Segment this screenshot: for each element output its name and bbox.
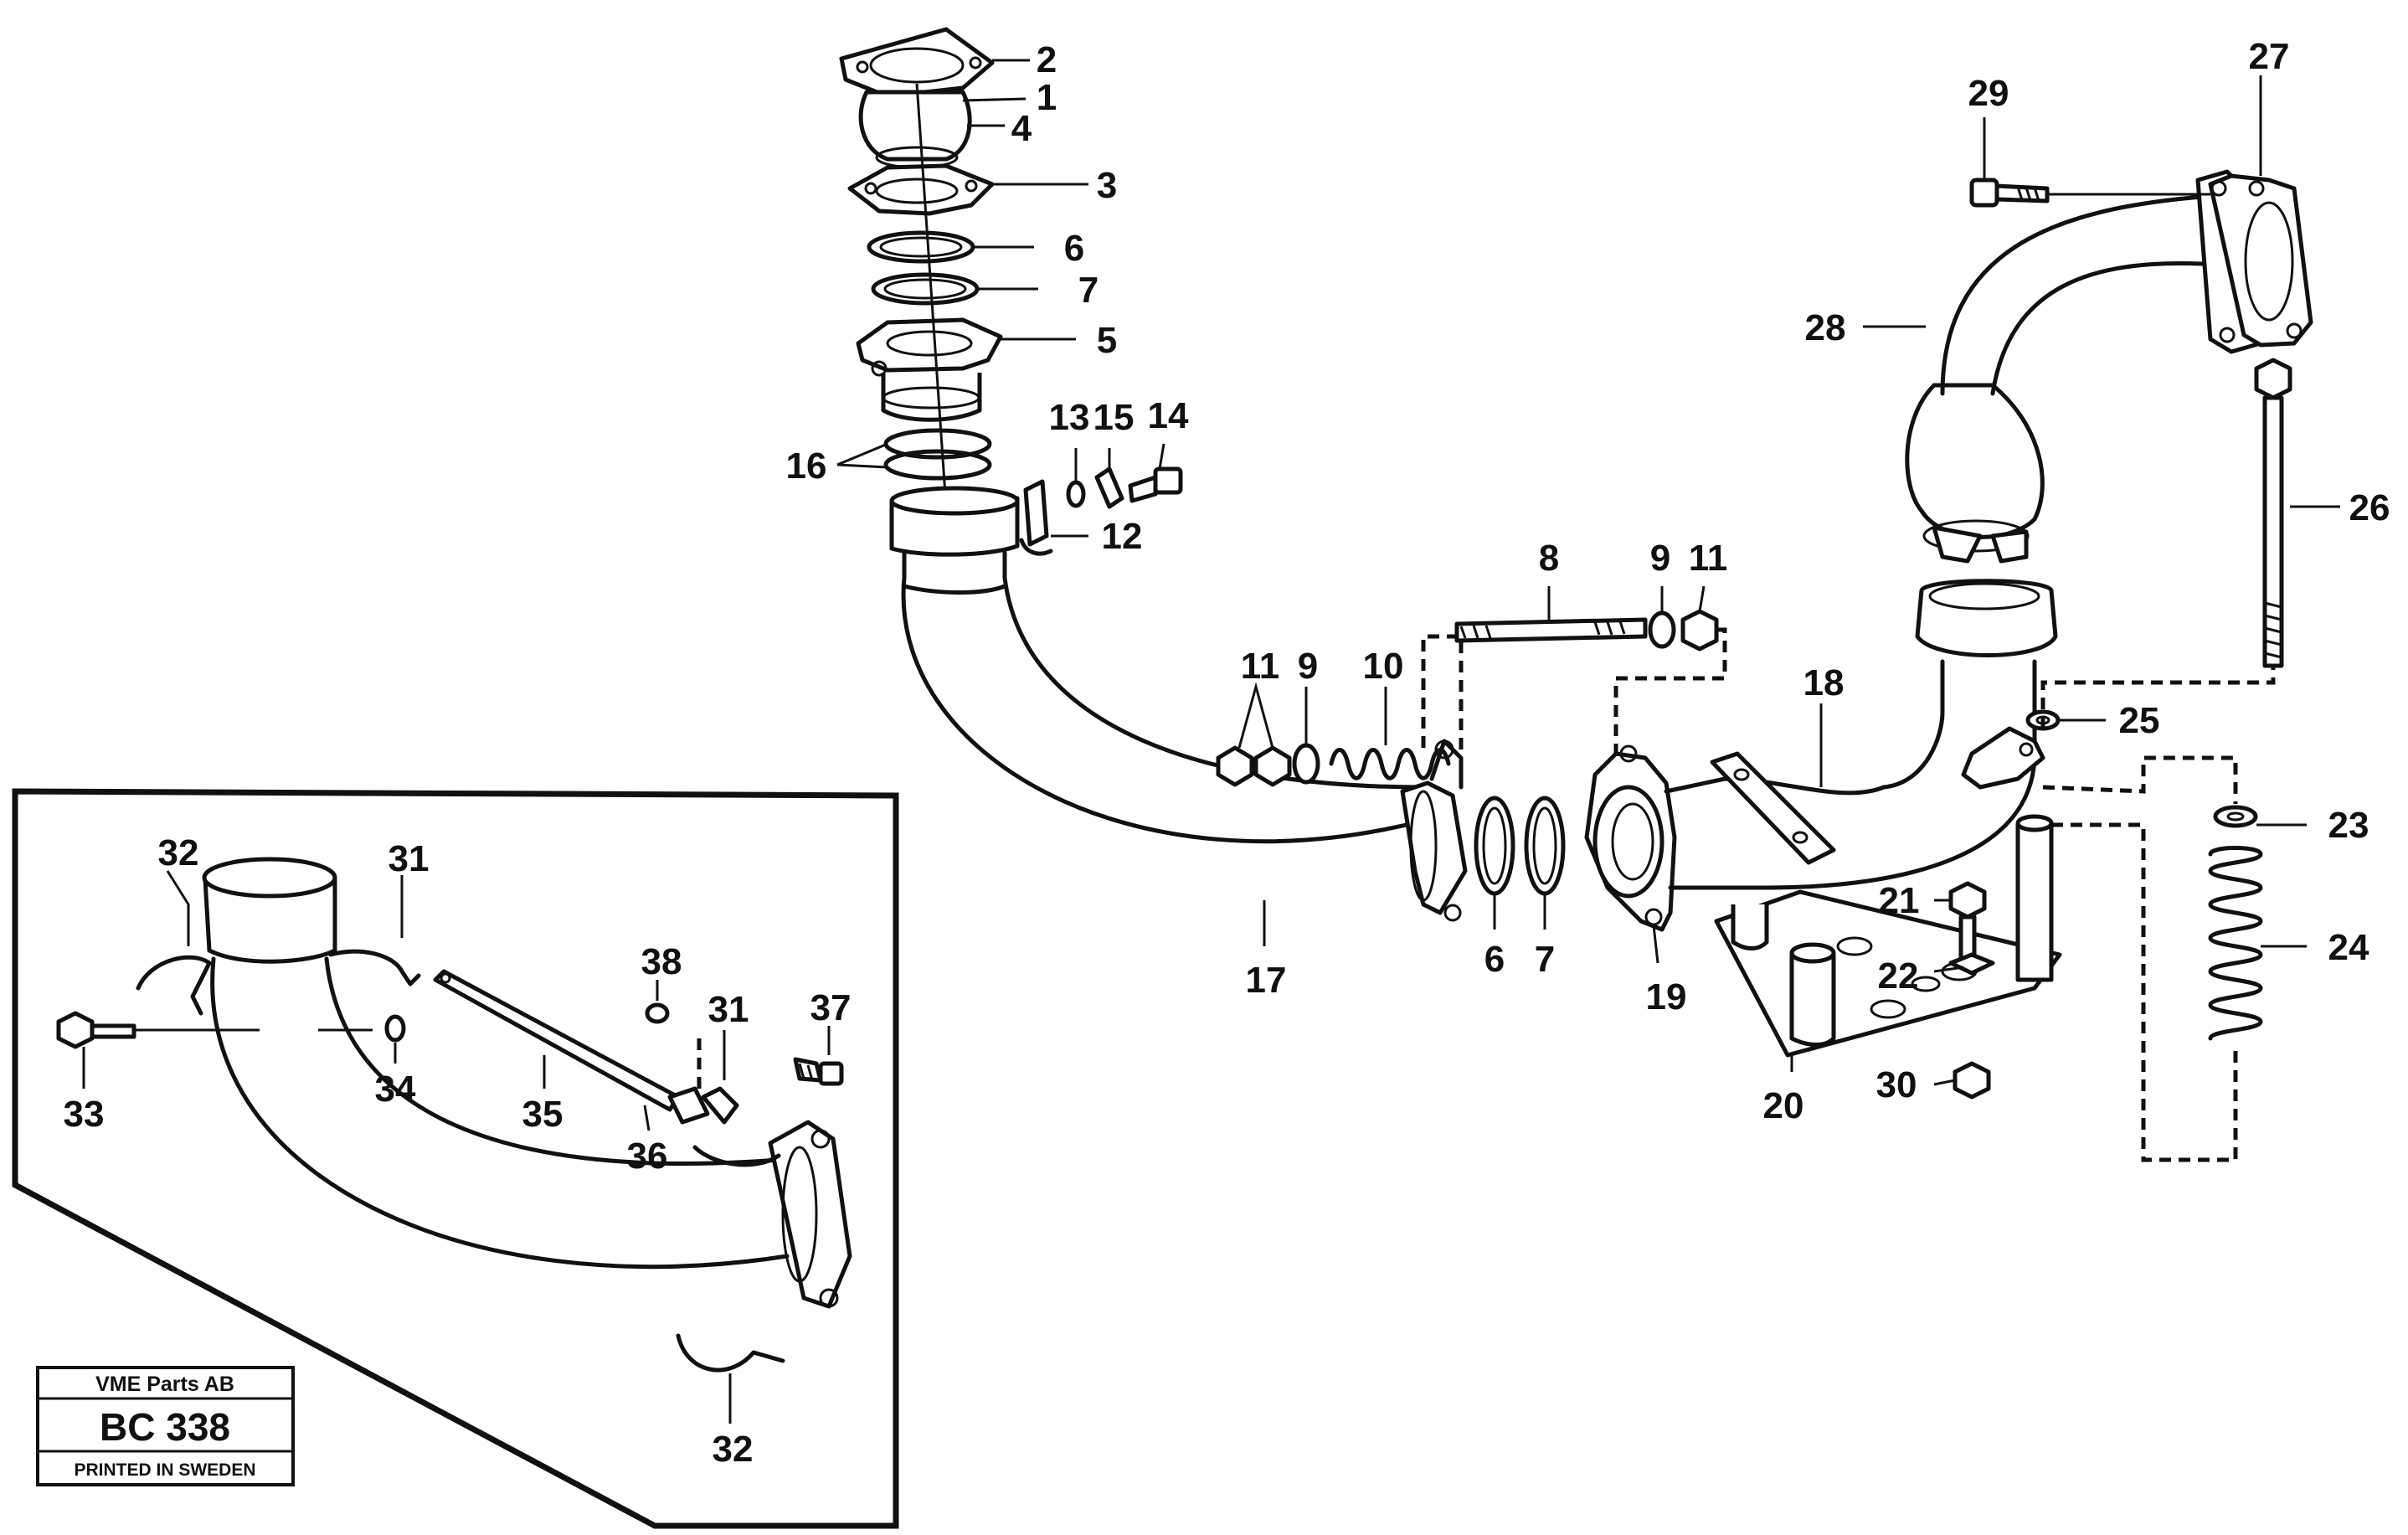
label-33: 33: [64, 1094, 105, 1135]
inset-detail-box: [12, 788, 899, 1529]
label-24: 24: [2328, 927, 2369, 968]
label-19: 19: [1646, 976, 1687, 1017]
pipe-19-flanged-elbow: [1584, 744, 1886, 932]
label-5: 5: [1097, 320, 1117, 361]
label-18: 18: [1803, 662, 1845, 703]
label-3: 3: [1097, 165, 1117, 206]
label-7-mid: 7: [1535, 939, 1555, 980]
label-22: 22: [1878, 956, 1919, 997]
label-12: 12: [1102, 516, 1143, 557]
label-23: 23: [2328, 805, 2369, 846]
label-32-top: 32: [158, 832, 199, 873]
label-13: 13: [1049, 397, 1090, 438]
bolt-21-washer-22-nut-30: [1948, 881, 1995, 1100]
flange-5: [856, 317, 1003, 422]
label-36: 36: [627, 1136, 668, 1177]
label-1: 1: [1037, 77, 1057, 118]
label-34: 34: [375, 1069, 416, 1110]
stud-8-nut-9-11: [1454, 609, 1719, 652]
stamp-code: BC 338: [100, 1405, 230, 1449]
flange-27-gasket: [2195, 169, 2313, 354]
label-35: 35: [522, 1094, 563, 1135]
label-28: 28: [1805, 307, 1846, 348]
label-16: 16: [786, 446, 827, 487]
bolt-29: [1969, 178, 2210, 208]
label-32-bottom: 32: [713, 1429, 754, 1470]
label-31-mid: 31: [708, 989, 749, 1030]
label-6-mid: 6: [1484, 939, 1505, 980]
long-bolt-26: [2254, 358, 2292, 668]
label-26: 26: [2349, 487, 2390, 528]
pipe-18-upward: [1710, 579, 2058, 890]
stamp-printed: PRINTED IN SWEDEN: [74, 1460, 255, 1480]
bracket-plate-20: [1714, 814, 2062, 1058]
label-8: 8: [1539, 538, 1559, 579]
label-38: 38: [641, 941, 682, 982]
inset-pipe-assembly: [56, 857, 852, 1373]
exhaust-pipe-17: [889, 486, 1468, 922]
stamp-box: VME Parts AB BC 338 PRINTED IN SWEDEN: [36, 1366, 295, 1486]
assembly-axis-line: [915, 83, 948, 507]
label-15: 15: [1093, 397, 1135, 438]
label-25: 25: [2119, 700, 2160, 741]
leader-lines: [82, 59, 2340, 1424]
clamp-12-screw-set: [1019, 466, 1183, 556]
label-9-right: 9: [1650, 538, 1670, 579]
flange-2-gasket: [839, 27, 995, 99]
rubber-bellows-1: [858, 90, 972, 169]
stamp-company: VME Parts AB: [95, 1373, 234, 1396]
label-21: 21: [1879, 880, 1920, 921]
label-6-top: 6: [1064, 228, 1084, 269]
assembly-dashed-lines: [1421, 627, 2276, 1162]
callout-labels: 2 1 4 3 6 7 5 13 15 14 16 12 8 9 11 11 9…: [64, 36, 2390, 1470]
label-9-left: 9: [1298, 646, 1318, 687]
label-4: 4: [1011, 108, 1032, 149]
label-2: 2: [1037, 39, 1057, 80]
flange-3: [847, 163, 995, 216]
seal-rings-16: [883, 428, 992, 481]
exhaust-elbow-28: [1905, 194, 2205, 564]
label-30: 30: [1876, 1064, 1917, 1105]
label-31-top: 31: [388, 838, 430, 879]
label-11-left: 11: [1241, 646, 1280, 687]
label-11-right: 11: [1689, 538, 1728, 579]
label-20: 20: [1763, 1085, 1804, 1126]
label-7-top: 7: [1078, 270, 1099, 311]
label-37: 37: [810, 987, 852, 1028]
seal-ring-7: [871, 272, 980, 306]
label-17: 17: [1246, 960, 1287, 1001]
seal-ring-6: [867, 230, 975, 264]
label-29: 29: [1968, 73, 2009, 114]
label-10: 10: [1363, 646, 1404, 687]
label-27: 27: [2249, 36, 2290, 77]
nuts-11-washer-9-spring-10: [1216, 743, 1451, 787]
label-14: 14: [1148, 395, 1189, 436]
seal-rings-6-7-middle: [1474, 796, 1566, 896]
